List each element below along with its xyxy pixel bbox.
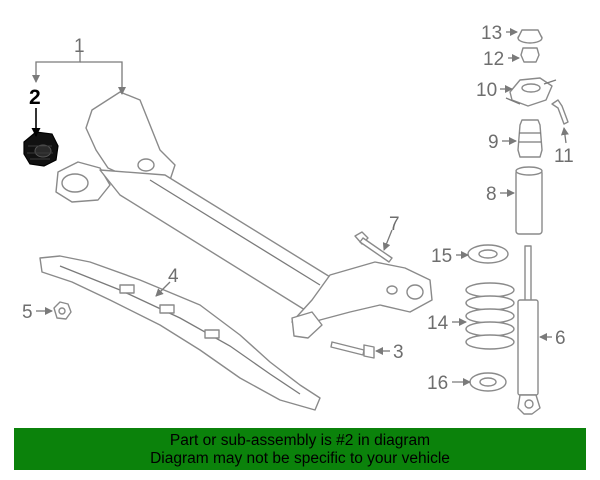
callout-15: 15 — [431, 246, 452, 267]
callout-3: 3 — [393, 342, 404, 363]
bolt-part-7 — [354, 231, 393, 263]
disclaimer-banner: Part or sub-assembly is #2 in diagram Di… — [14, 428, 586, 470]
callout-12: 12 — [483, 49, 504, 70]
callout-9: 9 — [488, 132, 499, 153]
part-9-bump-stop — [517, 119, 543, 158]
callout-5: 5 — [22, 302, 33, 323]
callout-6: 6 — [555, 328, 566, 349]
banner-line-2: Diagram may not be specific to your vehi… — [150, 450, 450, 467]
callout-8: 8 — [486, 184, 497, 205]
callout-13: 13 — [481, 23, 502, 44]
callout-4: 4 — [168, 266, 179, 287]
shield-part-4 — [39, 255, 321, 411]
callout-7: 7 — [389, 214, 400, 235]
bolt-part-3 — [330, 341, 375, 359]
part-12-nut — [520, 47, 540, 63]
parts-diagram: 1 2 3 4 5 6 7 8 9 10 11 12 13 14 15 16 — [22, 23, 574, 415]
bushing-part-2[interactable] — [23, 131, 59, 167]
part-8-dust-boot — [515, 166, 543, 235]
callout-11: 11 — [554, 146, 574, 167]
callout-2: 2 — [29, 86, 41, 109]
part-11-bolt — [551, 99, 569, 125]
part-10-upper-mount — [505, 77, 557, 107]
callout-16: 16 — [427, 373, 448, 394]
part-14-coil-spring — [465, 282, 515, 350]
leader-lines — [31, 28, 569, 386]
part-13-mount-cap — [517, 29, 543, 44]
callout-10: 10 — [476, 80, 497, 101]
axle-beam-assembly — [55, 91, 433, 339]
callout-1: 1 — [74, 36, 85, 57]
callout-14: 14 — [427, 313, 449, 334]
part-15-spring-seat-upper — [467, 244, 509, 264]
part-6-shock-absorber — [517, 245, 541, 415]
part-16-spring-seat-lower — [469, 372, 507, 392]
nut-part-5 — [53, 301, 72, 320]
banner-line-1: Part or sub-assembly is #2 in diagram — [169, 432, 431, 449]
